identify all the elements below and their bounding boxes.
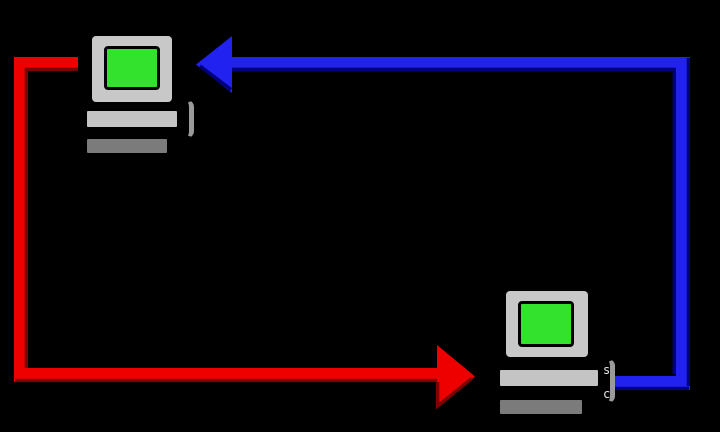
red-arrow-shadow — [15, 67, 473, 410]
keyboard-base-icon — [84, 136, 170, 156]
red-arrow — [14, 57, 475, 408]
mouse-icon — [178, 100, 194, 138]
keyboard-base-icon — [497, 397, 585, 417]
computer-top-left — [84, 30, 284, 190]
blue-arrow-shadow — [198, 58, 691, 391]
monitor-icon — [88, 32, 176, 106]
keyboard-icon — [497, 367, 601, 389]
screen-icon — [518, 301, 574, 347]
keyboard-icon — [84, 108, 180, 130]
screen-icon — [104, 46, 160, 90]
label-server: s — [603, 363, 611, 377]
monitor-icon — [502, 287, 592, 361]
computer-bottom-right — [496, 284, 696, 432]
label-client: c — [603, 387, 611, 401]
